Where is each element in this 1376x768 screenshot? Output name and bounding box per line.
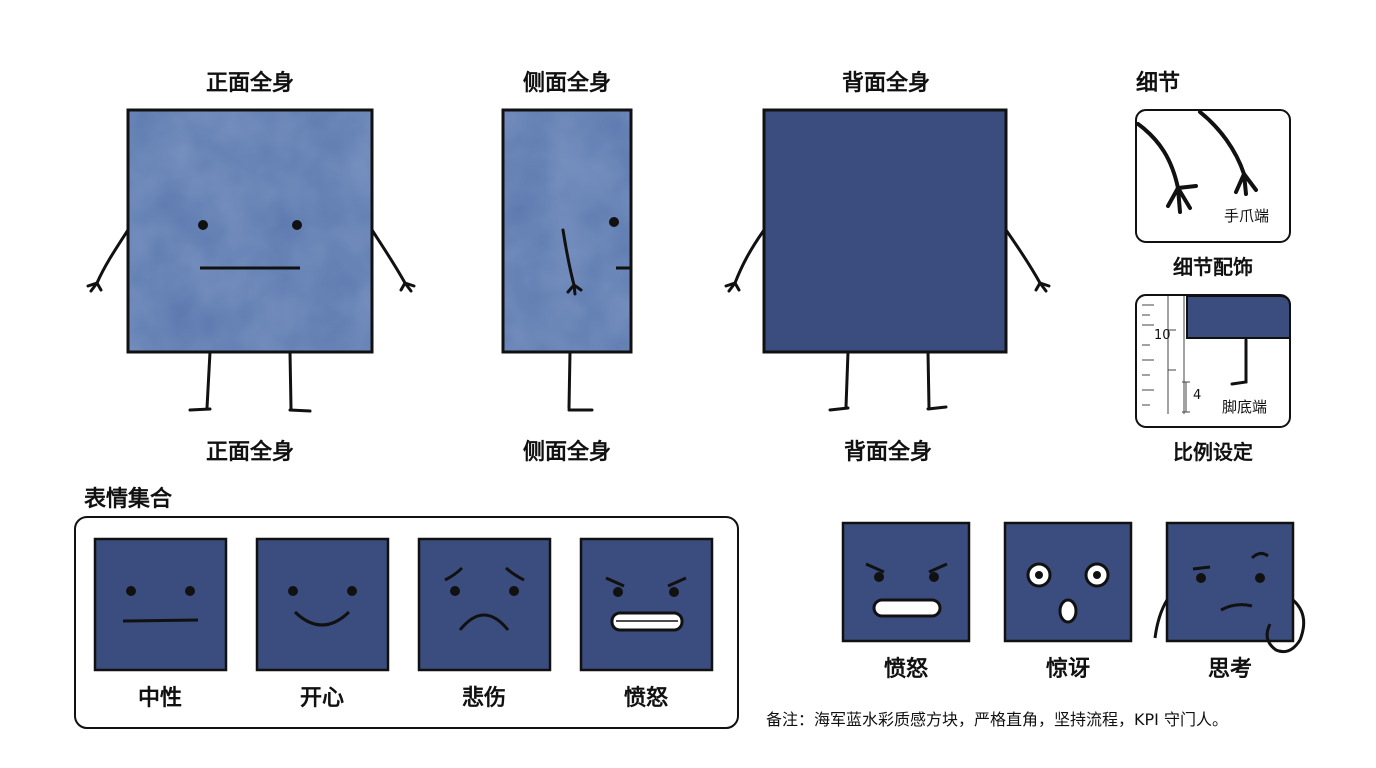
front-left-arm [95, 228, 130, 285]
extra-label-thinking: 思考 [1207, 657, 1252, 682]
ruler-icon [1142, 296, 1190, 414]
expression-label-angry: 愤怒 [623, 686, 668, 711]
back-body-square [762, 108, 1008, 354]
expression-label-happy: 开心 [299, 686, 344, 711]
back-left-arm [733, 228, 766, 285]
front-eye-right [292, 220, 302, 230]
expression-label-neutral: 中性 [137, 686, 182, 711]
side-eye [609, 217, 619, 227]
details-title: 细节 [1136, 71, 1181, 96]
extra-label-angry: 愤怒 [883, 657, 928, 682]
side-view-figure [567, 350, 594, 412]
back-view-figure [724, 228, 1051, 412]
front-right-arm [370, 228, 407, 285]
claw-label: 手爪端 [1224, 207, 1270, 225]
back-left-leg [828, 350, 850, 412]
extra-angry-face-icon [841, 521, 971, 643]
scale-body-block [1186, 295, 1291, 339]
back-right-arm [1004, 228, 1042, 285]
expressions-title: 表情集合 [84, 487, 173, 512]
front-view-title: 正面全身 [205, 71, 294, 96]
angry-face-icon [579, 537, 714, 672]
back-left-claw [724, 281, 741, 293]
thinking-face-icon [1165, 521, 1295, 643]
extra-label-surprised: 惊讶 [1045, 657, 1090, 682]
back-right-leg [926, 350, 948, 411]
ruler-major-label: 10 [1154, 328, 1171, 343]
front-view-caption: 正面全身 [205, 440, 294, 465]
ruler-minor-label: 4 [1193, 388, 1202, 403]
front-view-figure [86, 228, 416, 413]
scale-leg [1230, 338, 1248, 386]
expressions-panel [74, 516, 739, 729]
expression-label-sad: 悲伤 [461, 686, 506, 711]
scale-caption: 比例设定 [1173, 440, 1253, 464]
sad-face-icon [417, 537, 552, 672]
claw-detail-panel [1135, 109, 1291, 243]
side-leg [567, 350, 594, 412]
foot-label: 脚底端 [1222, 398, 1268, 416]
side-view-caption: 侧面全身 [522, 440, 611, 465]
claw-detail-icon [1136, 110, 1258, 214]
neutral-face-icon [93, 537, 228, 672]
side-arm [561, 228, 583, 296]
back-view-caption: 背面全身 [843, 440, 932, 465]
accessory-caption: 细节配饰 [1173, 255, 1253, 279]
front-eye-left [198, 220, 208, 230]
front-right-leg [288, 350, 312, 413]
happy-face-icon [255, 537, 390, 672]
note-text: 备注：海军蓝水彩质感方块，严格直角，坚持流程，KPI 守门人。 [766, 710, 1228, 729]
back-right-claw [1034, 281, 1051, 293]
front-left-leg [188, 350, 212, 412]
back-view-title: 背面全身 [841, 71, 930, 96]
front-left-claw [86, 281, 103, 293]
side-view-title: 侧面全身 [522, 71, 611, 96]
front-right-claw [399, 281, 416, 293]
